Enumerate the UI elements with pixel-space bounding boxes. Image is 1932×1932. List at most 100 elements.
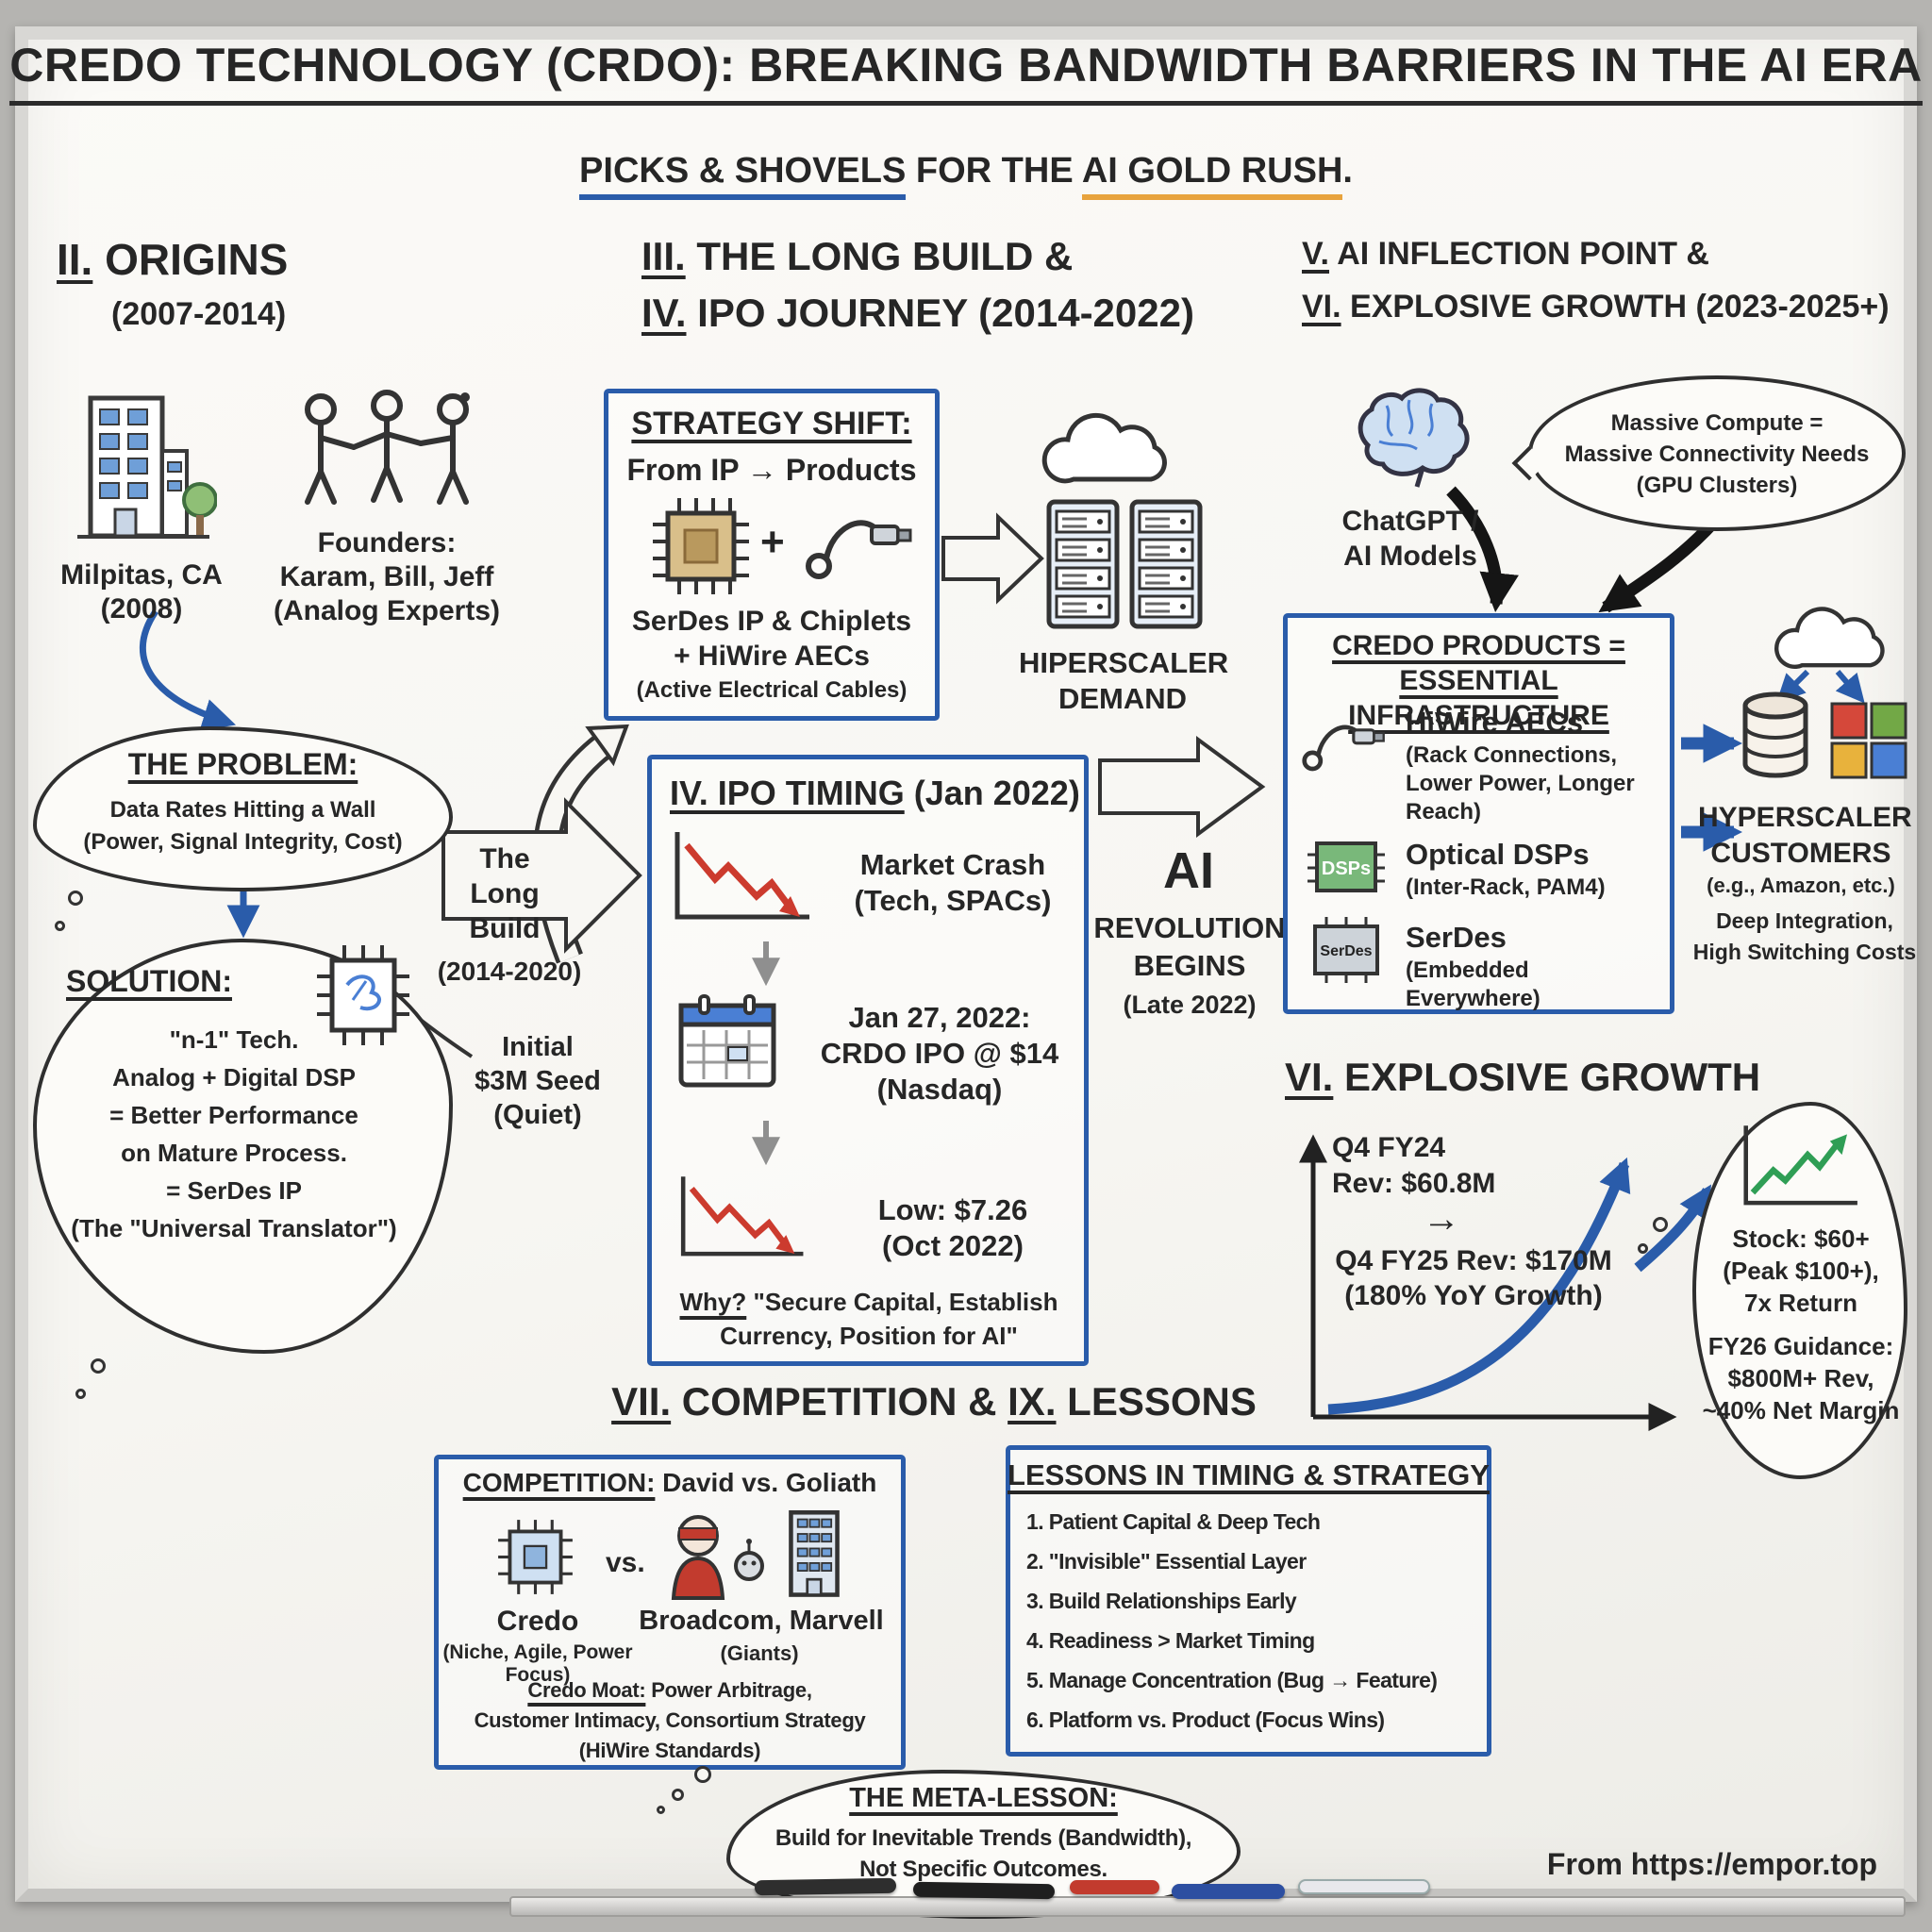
marker-black-2	[912, 1881, 1056, 1900]
bubble-dot	[75, 1389, 86, 1399]
founders-stick-figures-icon	[305, 390, 470, 505]
market-crash-chart-icon	[675, 832, 809, 920]
bubble-dot	[694, 1766, 711, 1783]
goliath-figure-icon	[671, 1515, 764, 1600]
growth-numeral: VI.	[1285, 1055, 1334, 1099]
marker-tray	[509, 1896, 1906, 1917]
lesson-item: 2. "Invisible" Essential Layer	[1026, 1549, 1307, 1574]
bubble-dot	[68, 891, 83, 906]
hyperscaler-demand-caption: HIPERSCALER DEMAND	[1019, 646, 1229, 715]
longbuild-numeral-2: IV.	[641, 291, 687, 335]
header: CREDO TECHNOLOGY (CRDO): BREAKING BANDWI…	[0, 38, 1932, 106]
strategy-caption-note: (Active Electrical Cables)	[636, 677, 908, 703]
bubble-dot	[672, 1789, 684, 1801]
strategy-shift-box	[604, 389, 940, 721]
growth-fy24: Q4 FY24 Rev: $60.8M	[1332, 1132, 1496, 1199]
long-build-arrow-label: The Long Build	[469, 843, 541, 944]
ai-revolution-big: AI	[1163, 842, 1214, 899]
ipo-why-text: "Secure Capital, Establish Currency, Pos…	[720, 1288, 1058, 1350]
stock-low-chart-icon	[680, 1176, 804, 1257]
stock-low-caption: Low: $7.26 (Oct 2022)	[877, 1193, 1028, 1262]
hyperscaler-customers-notes: Deep Integration, High Switching Costs	[1692, 908, 1917, 964]
bottom-heading-1-text: COMPETITION &	[671, 1379, 1008, 1424]
origins-years: (2007-2014)	[111, 296, 287, 332]
hyperscaler-customers-title: HYPERSCALER CUSTOMERS	[1698, 802, 1912, 869]
server-rack-icon	[1129, 499, 1203, 629]
longbuild-heading-1-text: THE LONG BUILD &	[685, 234, 1074, 278]
founders-caption: Founders: Karam, Bill, Jeff (Analog Expe…	[273, 527, 501, 626]
serdes-chip-icon: SerDes	[1313, 917, 1379, 983]
solution-chip-icon	[317, 945, 409, 1045]
growth-heading-text: EXPLOSIVE GROWTH	[1333, 1055, 1761, 1099]
subtitle-picks-shovels: PICKS & SHOVELS	[579, 151, 907, 200]
guidance-text: FY26 Guidance: $800M+ Rev, ~40% Net Marg…	[1702, 1332, 1900, 1424]
meta-lesson-title: THE META-LESSON:	[849, 1783, 1118, 1813]
compute-speech-bubble	[1528, 375, 1906, 531]
lesson-item: 4. Readiness > Market Timing	[1026, 1628, 1315, 1653]
credo-moat-label: Credo Moat:	[527, 1678, 646, 1702]
rivals-note: (Giants)	[720, 1641, 799, 1665]
long-build-years: (2014-2020)	[437, 957, 582, 986]
competition-box	[434, 1455, 906, 1770]
product-name-hiwire: HiWire AECs	[1406, 706, 1584, 739]
vs-label: vs.	[606, 1547, 645, 1578]
strategy-from: From IP → Products	[626, 453, 917, 487]
bubble-dot	[91, 1358, 106, 1374]
product-desc-dsp: (Inter-Rack, PAM4)	[1406, 874, 1606, 900]
dsp-chip-icon: DSPs	[1307, 841, 1385, 892]
ipo-title-row: IV. IPO TIMING (Jan 2022)	[670, 774, 1080, 813]
longbuild-heading-2-text: IPO JOURNEY (2014-2022)	[686, 291, 1194, 335]
plus-sign: +	[760, 519, 785, 565]
attribution: From https://empor.top	[1546, 1847, 1878, 1881]
cloud-icon	[1774, 607, 1885, 669]
chip-icon	[653, 498, 749, 594]
problem-cloud	[33, 726, 453, 891]
longbuild-heading-2: IV. IPO JOURNEY (2014-2022)	[641, 291, 1194, 336]
cloud-icon	[1041, 412, 1167, 484]
solution-title: SOLUTION:	[66, 964, 232, 998]
ipo-why-row: Why? "Secure Capital, Establish Currency…	[657, 1285, 1081, 1353]
office-building-icon	[77, 395, 217, 539]
hyperscaler-customers-examples: (e.g., Amazon, etc.)	[1707, 874, 1895, 897]
strategy-caption: SerDes IP & Chiplets + HiWire AECs	[631, 606, 912, 672]
bubble-dot	[657, 1806, 665, 1814]
credo-name: Credo	[496, 1606, 579, 1637]
lesson-item: 3. Build Relationships Early	[1026, 1589, 1297, 1613]
bubble-dot	[1653, 1217, 1668, 1232]
dsp-chip-label: DSPs	[1322, 858, 1371, 879]
building-caption: Milpitas, CA (2008)	[60, 559, 223, 625]
calendar-icon	[678, 994, 776, 1088]
problem-body: Data Rates Hitting a Wall (Power, Signal…	[83, 797, 403, 855]
product-name-dsp: Optical DSPs	[1406, 838, 1590, 871]
longbuild-numeral-1: III.	[641, 234, 686, 278]
origins-heading-text: ORIGINS	[92, 235, 289, 284]
strategy-title: STRATEGY SHIFT:	[631, 406, 912, 441]
serdes-chip-label: SerDes	[1320, 943, 1372, 959]
inflection-heading-1: V. AI INFLECTION POINT &	[1302, 236, 1709, 273]
marker-black-1	[754, 1877, 897, 1896]
bottom-heading-2-text: LESSONS	[1056, 1379, 1257, 1424]
seed-note: Initial $3M Seed (Quiet)	[475, 1032, 601, 1130]
problem-title: THE PROBLEM:	[127, 747, 358, 781]
subtitle-period: .	[1342, 151, 1353, 191]
meta-lesson-body: Build for Inevitable Trends (Bandwidth),…	[774, 1825, 1192, 1882]
lesson-item: 5. Manage Concentration (Bug → Feature)	[1026, 1668, 1438, 1692]
ipo-title-date: (Jan 2022)	[904, 774, 1080, 812]
inflection-heading-2-text: EXPLOSIVE GROWTH (2023-2025+)	[1341, 289, 1890, 325]
credo-note: (Niche, Agile, Power Focus)	[442, 1641, 633, 1686]
rivals-name: Broadcom, Marvell	[639, 1606, 884, 1636]
page-subtitle: PICKS & SHOVELS FOR THE AI GOLD RUSH.	[0, 151, 1932, 200]
bottom-numeral-1: VII.	[611, 1379, 672, 1424]
hiwire-cable-icon	[1302, 724, 1385, 772]
subtitle-gold-rush: AI GOLD RUSH	[1081, 151, 1343, 200]
compute-bubble-text: Massive Compute = Massive Connectivity N…	[1564, 410, 1870, 498]
bubble-dot	[1638, 1243, 1648, 1254]
ipo-why-label: Why?	[679, 1288, 747, 1316]
origins-heading: II. ORIGINS	[57, 234, 288, 285]
growth-heading: VI. EXPLOSIVE GROWTH	[1285, 1055, 1760, 1100]
inflection-heading-2: VI. EXPLOSIVE GROWTH (2023-2025+)	[1302, 289, 1890, 325]
credo-moat-row: Credo Moat: Power Arbitrage, Customer In…	[449, 1675, 891, 1766]
stock-up-chart-icon	[1743, 1125, 1857, 1206]
origins-numeral: II.	[57, 235, 93, 284]
marker-blue	[1172, 1884, 1285, 1899]
